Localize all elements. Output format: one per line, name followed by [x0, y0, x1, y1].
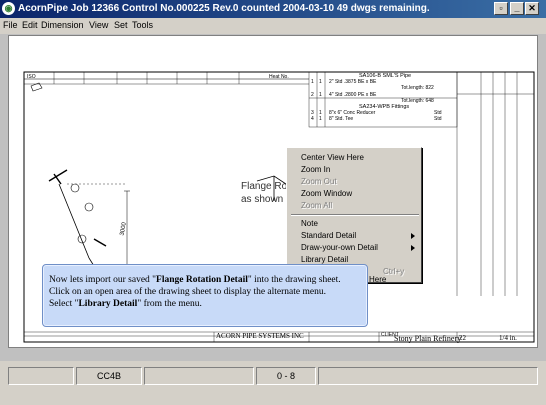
bom-row-qty: 1 — [319, 110, 322, 116]
bom-row-no: 4 — [311, 116, 314, 122]
title-bar: ◉ AcornPipe Job 12366 Control No.000225 … — [0, 0, 546, 18]
bom-row-note: Tot.length: 822 — [401, 85, 434, 91]
status-panel-empty — [8, 367, 74, 385]
menu-file[interactable]: File — [3, 20, 18, 30]
menu-view[interactable]: View — [89, 20, 109, 30]
submenu-arrow-icon — [411, 233, 415, 239]
line-size: 1/4 in. — [499, 334, 517, 342]
status-panel-code: CC4B — [76, 367, 142, 385]
menu-zoom-out: Zoom Out — [301, 177, 337, 186]
client-name: Stony Plain Refinery — [394, 334, 462, 343]
bom-row-desc: 8" Std. Tee — [329, 116, 354, 122]
bom-row-qty: 1 — [319, 79, 322, 85]
tutorial-line-2: Click on an open area of the drawing she… — [49, 287, 326, 297]
bom-row-desc: 4" Std .2800 PE x BE — [329, 92, 377, 98]
menu-here[interactable]: Here — [369, 275, 387, 284]
bom-row-no: 3 — [311, 110, 314, 116]
menu-shortcut: Ctrl+y — [383, 267, 405, 276]
bom-row-no: 2 — [311, 92, 314, 98]
menu-tools[interactable]: Tools — [132, 20, 154, 30]
tutorial-line-1: Now lets import our saved "Flange Rotati… — [49, 275, 341, 285]
bom-row-desc: 2" Std .3875 BE x BE — [329, 79, 377, 85]
submenu-arrow-icon — [411, 245, 415, 251]
header-cell: ISO — [27, 74, 36, 80]
client-label: CLIENT — [381, 332, 399, 338]
menu-dimension[interactable]: Dimension — [41, 20, 84, 30]
status-panel-empty — [144, 367, 254, 385]
menu-set[interactable]: Set — [114, 20, 128, 30]
header-cell: Heat No. — [269, 74, 289, 80]
context-menu: Center View Here Zoom In Zoom Out Zoom W… — [286, 147, 422, 284]
flange-note-line2: as shown — [241, 194, 284, 205]
menu-draw-your-own-detail[interactable]: Draw-your-own Detail — [301, 243, 378, 252]
window-title: AcornPipe Job 12366 Control No.000225 Re… — [18, 3, 430, 14]
menu-bar: File Edit Dimension View Set Tools — [0, 18, 546, 34]
bom-row-desc: 8"x 6" Conc Reducer — [329, 110, 376, 116]
menu-library-detail[interactable]: Library Detail — [301, 255, 349, 264]
bom-row-note: Std — [434, 116, 442, 122]
minimize-button[interactable]: _ — [510, 2, 524, 15]
menu-note[interactable]: Note — [301, 219, 318, 228]
company-name: ACORN PIPE SYSTEMS INC — [216, 332, 304, 340]
status-panel-range: 0 - 8 — [256, 367, 316, 385]
menu-zoom-window[interactable]: Zoom Window — [301, 189, 353, 198]
bom-row-qty: 1 — [319, 116, 322, 122]
bom-header: SA106-B SML'S Pipe — [359, 73, 412, 79]
fitting-header: SA234-WPB Fittings — [359, 104, 410, 110]
close-button[interactable]: ✕ — [525, 2, 539, 15]
status-panel-empty — [318, 367, 538, 385]
menu-separator — [291, 214, 419, 216]
flange-note-line1: Flange Rot — [241, 181, 290, 192]
tutorial-callout: Now lets import our saved "Flange Rotati… — [42, 264, 368, 327]
bom-row-note: Tot.length: 648 — [401, 98, 434, 104]
status-bar: CC4B 0 - 8 — [0, 361, 546, 405]
bom-row-qty: 1 — [319, 92, 322, 98]
menu-standard-detail[interactable]: Standard Detail — [301, 231, 357, 240]
restore-icon[interactable]: ▫ — [494, 2, 508, 15]
menu-center-view-here[interactable]: Center View Here — [301, 153, 364, 162]
tutorial-line-3: Select "Library Detail" from the menu. — [49, 299, 202, 309]
bom-row-no: 1 — [311, 79, 314, 85]
line-number: 22 — [459, 334, 466, 342]
menu-zoom-all: Zoom All — [301, 201, 333, 210]
acornpipe-app-icon: ◉ — [2, 2, 15, 15]
bom-row-note: Std — [434, 110, 442, 116]
menu-edit[interactable]: Edit — [22, 20, 38, 30]
menu-zoom-in[interactable]: Zoom In — [301, 165, 331, 174]
